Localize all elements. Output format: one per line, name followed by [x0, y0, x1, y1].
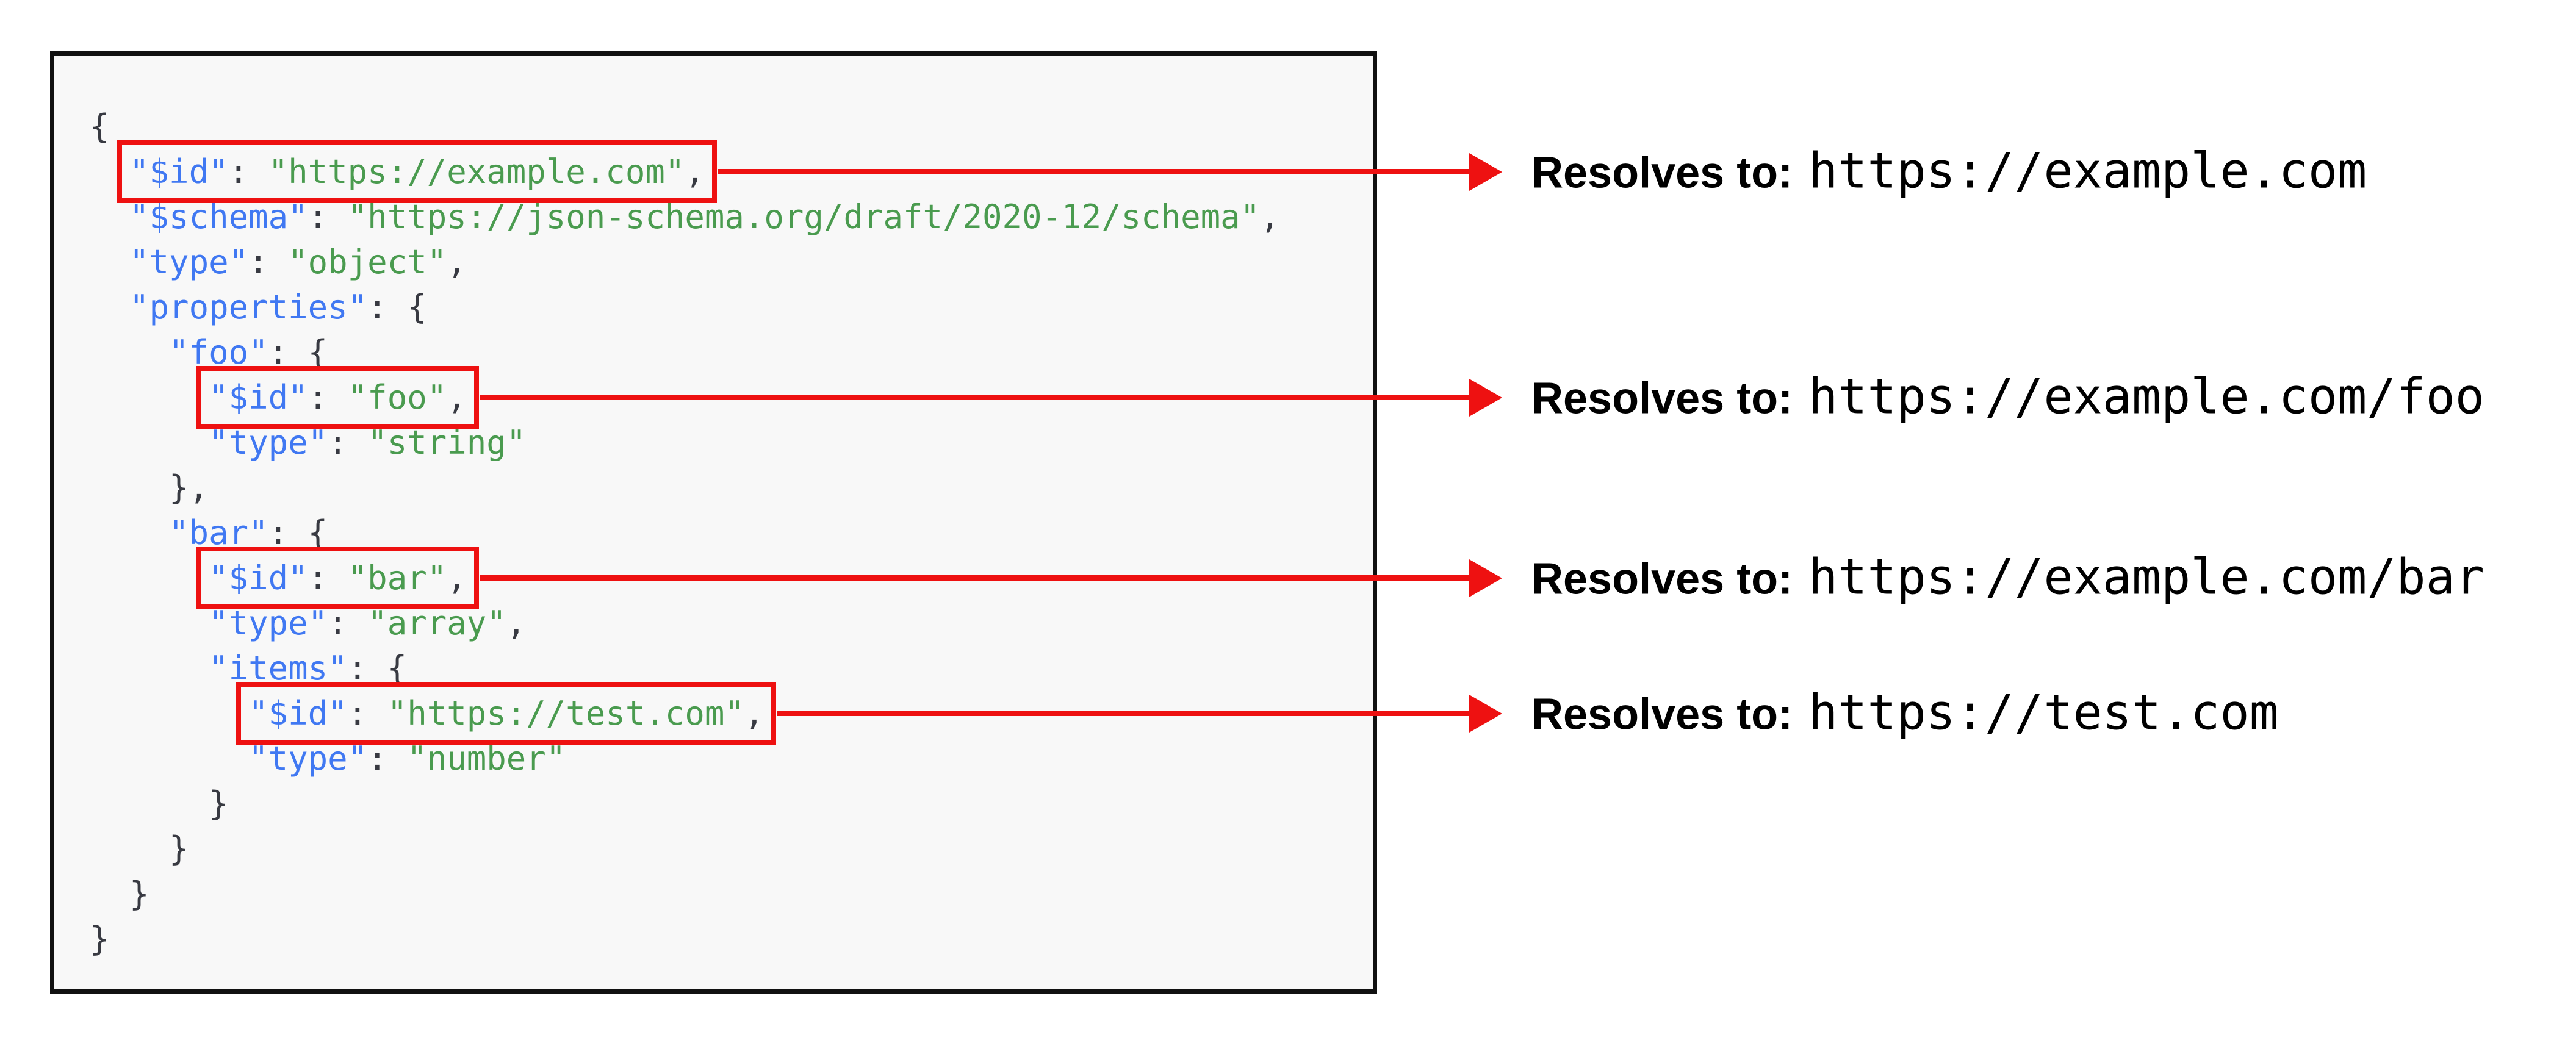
- json-punctuation: }: [129, 875, 149, 913]
- code-line: {: [90, 104, 1373, 149]
- code-line: "type": "array",: [90, 601, 1373, 646]
- json-punctuation: :: [328, 423, 368, 462]
- json-punctuation: :: [308, 198, 348, 236]
- resolves-annotation: Resolves to: https://example.com/foo: [1531, 368, 2484, 425]
- json-punctuation: :: [328, 604, 368, 642]
- code-line: "$schema": "https://json-schema.org/draf…: [90, 195, 1373, 240]
- json-key: "$id": [129, 152, 229, 191]
- arrow-right-icon: [1469, 152, 1502, 191]
- annotation-label: Resolves to:: [1531, 374, 1793, 423]
- code-line: "$id": "bar",: [90, 547, 1373, 609]
- json-key: "properties": [129, 288, 368, 326]
- resolves-annotation: Resolves to: https://example.com: [1531, 142, 2367, 199]
- code-line: "$id": "foo",: [90, 366, 1373, 429]
- code-block: { "$id": "https://example.com", "$schema…: [54, 56, 1373, 962]
- json-key: "$id": [209, 378, 308, 417]
- annotation-url: https://example.com/bar: [1808, 548, 2484, 606]
- json-string: "https://example.com": [268, 152, 685, 191]
- code-line: "items": {: [90, 646, 1373, 691]
- json-string: "foo": [347, 378, 447, 417]
- code-line: }: [90, 872, 1373, 917]
- json-schema-code-panel: { "$id": "https://example.com", "$schema…: [50, 51, 1377, 994]
- highlight-box: "$id": "bar",: [196, 547, 479, 609]
- json-string: "array": [367, 604, 506, 642]
- code-line: "type": "number": [90, 736, 1373, 781]
- json-punctuation: ,: [447, 243, 467, 281]
- arrow-right-icon: [1469, 378, 1502, 417]
- highlight-box: "$id": "https://test.com",: [236, 682, 777, 745]
- json-key: "foo": [169, 333, 268, 371]
- json-key: "type": [209, 604, 328, 642]
- json-key: "bar": [169, 514, 268, 552]
- code-line: "type": "object",: [90, 240, 1373, 285]
- code-line: }: [90, 781, 1373, 826]
- arrow-connector-line: [717, 169, 1472, 174]
- arrow-connector-line: [479, 575, 1472, 581]
- json-punctuation: ,: [447, 378, 467, 417]
- json-key: "$schema": [129, 198, 308, 236]
- json-key: "$id": [209, 559, 308, 597]
- code-line: "bar": {: [90, 511, 1373, 556]
- json-punctuation: : {: [347, 649, 408, 687]
- json-punctuation: ,: [447, 559, 467, 597]
- annotation-label: Resolves to:: [1531, 554, 1793, 604]
- annotation-url: https://example.com/foo: [1808, 368, 2484, 425]
- json-string: "https://json-schema.org/draft/2020-12/s…: [347, 198, 1261, 236]
- annotation-url: https://example.com: [1808, 142, 2367, 199]
- json-punctuation: : {: [367, 288, 427, 326]
- json-punctuation: :: [367, 739, 408, 778]
- annotation-label: Resolves to:: [1531, 148, 1793, 198]
- json-string: "string": [367, 423, 527, 462]
- arrow-right-icon: [1469, 694, 1502, 733]
- code-line: "foo": {: [90, 330, 1373, 375]
- json-punctuation: :: [228, 152, 268, 191]
- code-line: },: [90, 465, 1373, 511]
- json-key: "$id": [248, 694, 348, 733]
- highlight-box: "$id": "https://example.com",: [117, 140, 717, 203]
- code-line: "type": "string": [90, 420, 1373, 465]
- json-key: "type": [248, 739, 368, 778]
- highlight-box: "$id": "foo",: [196, 366, 479, 429]
- json-string: "object": [288, 243, 447, 281]
- arrow-right-icon: [1469, 559, 1502, 597]
- json-punctuation: ,: [506, 604, 527, 642]
- json-punctuation: :: [248, 243, 289, 281]
- json-punctuation: : {: [268, 333, 328, 371]
- json-punctuation: ,: [744, 694, 765, 733]
- json-punctuation: :: [347, 694, 387, 733]
- arrow-connector-line: [777, 711, 1472, 716]
- json-string: "bar": [347, 559, 447, 597]
- json-key: "type": [209, 423, 328, 462]
- resolves-annotation: Resolves to: https://example.com/bar: [1531, 548, 2484, 605]
- json-punctuation: :: [308, 559, 348, 597]
- json-key: "items": [209, 649, 348, 687]
- json-punctuation: },: [169, 468, 209, 507]
- json-punctuation: ,: [685, 152, 705, 191]
- code-line: }: [90, 917, 1373, 962]
- json-punctuation: }: [169, 830, 189, 868]
- annotation-url: https://test.com: [1808, 684, 2279, 741]
- code-line: "$id": "https://test.com",: [90, 682, 1373, 745]
- json-string: "https://test.com": [387, 694, 744, 733]
- json-key: "type": [129, 243, 249, 281]
- arrow-connector-line: [479, 395, 1472, 400]
- json-punctuation: ,: [1260, 198, 1280, 236]
- json-punctuation: :: [308, 378, 348, 417]
- code-line: "$id": "https://example.com",: [90, 140, 1373, 203]
- json-punctuation: : {: [268, 514, 328, 552]
- json-punctuation: }: [90, 920, 110, 958]
- resolves-annotation: Resolves to: https://test.com: [1531, 684, 2279, 740]
- code-line: }: [90, 826, 1373, 872]
- json-punctuation: {: [90, 107, 110, 146]
- code-line: "properties": {: [90, 285, 1373, 330]
- json-punctuation: }: [209, 784, 229, 823]
- annotation-label: Resolves to:: [1531, 690, 1793, 739]
- json-string: "number": [407, 739, 566, 778]
